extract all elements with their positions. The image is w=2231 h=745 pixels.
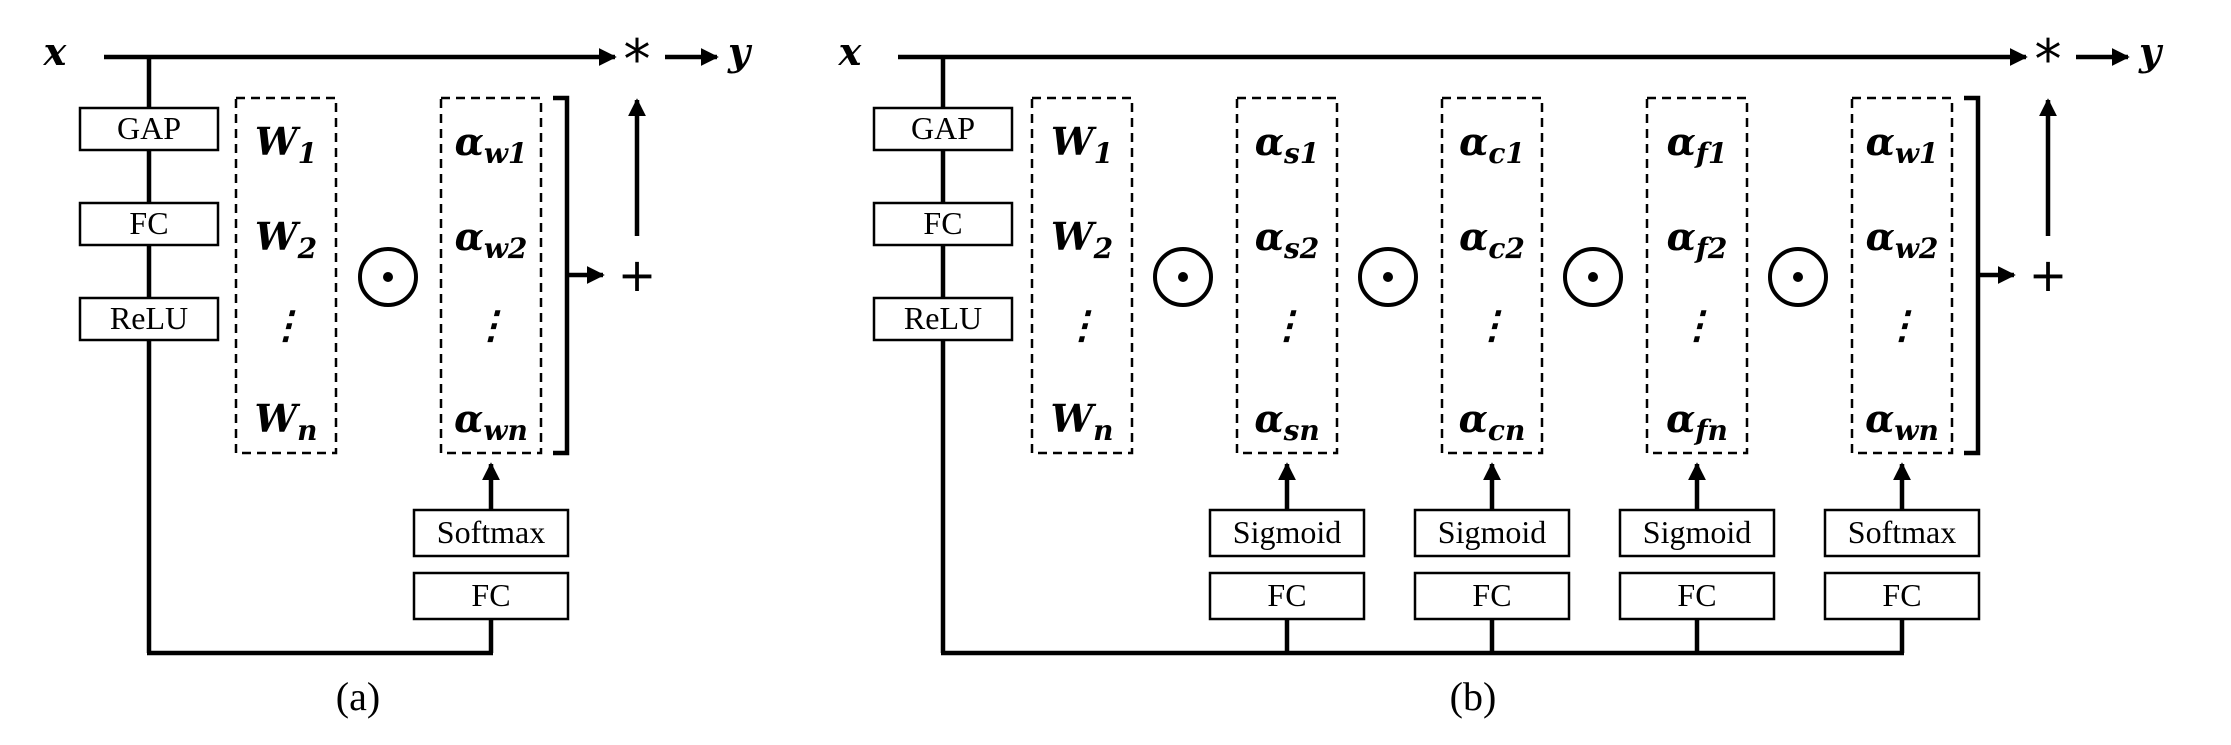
attention-weight-3-0: αw1 [1866, 119, 1939, 170]
weights-group-box [234, 96, 338, 455]
encoder-label-fc: FC [129, 205, 168, 241]
weights-group-box [1030, 96, 1134, 455]
fc-label-0: FC [1267, 577, 1306, 613]
output-y-label: y [2138, 29, 2164, 74]
hadamard-dot-1 [1383, 272, 1393, 282]
multiply-operator: * [624, 28, 651, 91]
attention-weight-1-2: ⋮ [1473, 302, 1511, 347]
attention-weight-2-0: αf1 [1667, 119, 1728, 170]
attention-weight-0-0: αs1 [1255, 119, 1320, 170]
attention-group-box-1 [1440, 96, 1544, 455]
attention-weight-0-1: αs2 [1255, 214, 1320, 265]
encoder-box-relu [872, 296, 1014, 342]
panel-a: x*yGAPFCReLUW1W2⋮Wnαw1αw2⋮αwnFCSoftmax+(… [43, 28, 753, 719]
sum-bracket [1964, 95, 1981, 456]
encoder-label-fc: FC [923, 205, 962, 241]
hadamard-product-operator-3 [1768, 247, 1828, 307]
fc-box-2 [1618, 571, 1776, 621]
weight-3: Wn [254, 396, 317, 447]
hadamard-dot-2 [1588, 272, 1598, 282]
attention-weight-1-3: αcn [1459, 396, 1526, 447]
activation-label-0: Softmax [437, 514, 545, 550]
attention-group-box-2 [1645, 96, 1749, 455]
sum-bracket [553, 95, 570, 456]
encoder-box-gap [78, 106, 220, 152]
weight-1: W2 [255, 214, 317, 265]
fc-box-0 [412, 571, 570, 621]
encoder-box-gap [872, 106, 1014, 152]
attention-weight-3-3: αwn [1865, 396, 1939, 447]
weight-0: W1 [255, 119, 317, 170]
hadamard-product-operator-0 [1153, 247, 1213, 307]
sum-operator: + [618, 248, 657, 302]
weight-2: ⋮ [267, 302, 305, 347]
activation-label-2: Sigmoid [1643, 514, 1751, 550]
hadamard-product-operator-1 [1358, 247, 1418, 307]
activation-label-1: Sigmoid [1438, 514, 1546, 550]
hadamard-dot-0 [383, 272, 393, 282]
attention-weight-0-2: ⋮ [1268, 302, 1306, 347]
encoder-label-gap: GAP [117, 110, 181, 146]
activation-box-0 [412, 508, 570, 558]
fc-label-0: FC [471, 577, 510, 613]
fc-box-1 [1413, 571, 1571, 621]
fc-box-3 [1823, 571, 1981, 621]
attention-weight-0-3: αwn [454, 396, 528, 447]
hadamard-dot-3 [1793, 272, 1803, 282]
activation-label-0: Sigmoid [1233, 514, 1341, 550]
encoder-box-fc [872, 201, 1014, 247]
encoder-box-fc [78, 201, 220, 247]
panel-b: x*yGAPFCReLUW1W2⋮Wnαs1αs2⋮αsnFCSigmoidαc… [838, 28, 2164, 719]
attention-group-box-3 [1850, 96, 1954, 455]
attention-weight-2-1: αf2 [1667, 214, 1728, 265]
weight-1: W2 [1051, 214, 1113, 265]
sum-operator: + [2029, 248, 2068, 302]
hadamard-product-operator-2 [1563, 247, 1623, 307]
attention-weight-0-3: αsn [1254, 396, 1319, 447]
attention-weight-1-0: αc1 [1459, 119, 1525, 170]
encoder-label-relu: ReLU [110, 300, 188, 336]
encoder-label-relu: ReLU [904, 300, 982, 336]
activation-box-1 [1413, 508, 1571, 558]
activation-box-2 [1618, 508, 1776, 558]
fc-label-2: FC [1677, 577, 1716, 613]
multiply-operator: * [2035, 28, 2062, 91]
attention-weight-0-1: αw2 [455, 214, 528, 265]
activation-label-3: Softmax [1848, 514, 1956, 550]
weight-3: Wn [1050, 396, 1113, 447]
weight-0: W1 [1051, 119, 1113, 170]
caption: (a) [336, 674, 380, 719]
caption: (b) [1450, 674, 1497, 719]
attention-weight-0-2: ⋮ [472, 302, 510, 347]
hadamard-product-operator-0 [358, 247, 418, 307]
hadamard-dot-0 [1178, 272, 1188, 282]
output-y-label: y [727, 29, 753, 74]
input-x-label: x [838, 29, 863, 74]
fc-label-1: FC [1472, 577, 1511, 613]
attention-weight-1-1: αc2 [1459, 214, 1525, 265]
attention-weight-2-3: αfn [1666, 396, 1728, 447]
weight-2: ⋮ [1063, 302, 1101, 347]
attention-weight-3-2: ⋮ [1883, 302, 1921, 347]
fc-label-3: FC [1882, 577, 1921, 613]
encoder-label-gap: GAP [911, 110, 975, 146]
attention-weight-3-1: αw2 [1866, 214, 1939, 265]
attention-group-box-0 [439, 96, 543, 455]
encoder-box-relu [78, 296, 220, 342]
input-x-label: x [43, 29, 68, 74]
attention-weight-2-2: ⋮ [1678, 302, 1716, 347]
attention-weight-0-0: αw1 [455, 119, 528, 170]
attention-group-box-0 [1235, 96, 1339, 455]
